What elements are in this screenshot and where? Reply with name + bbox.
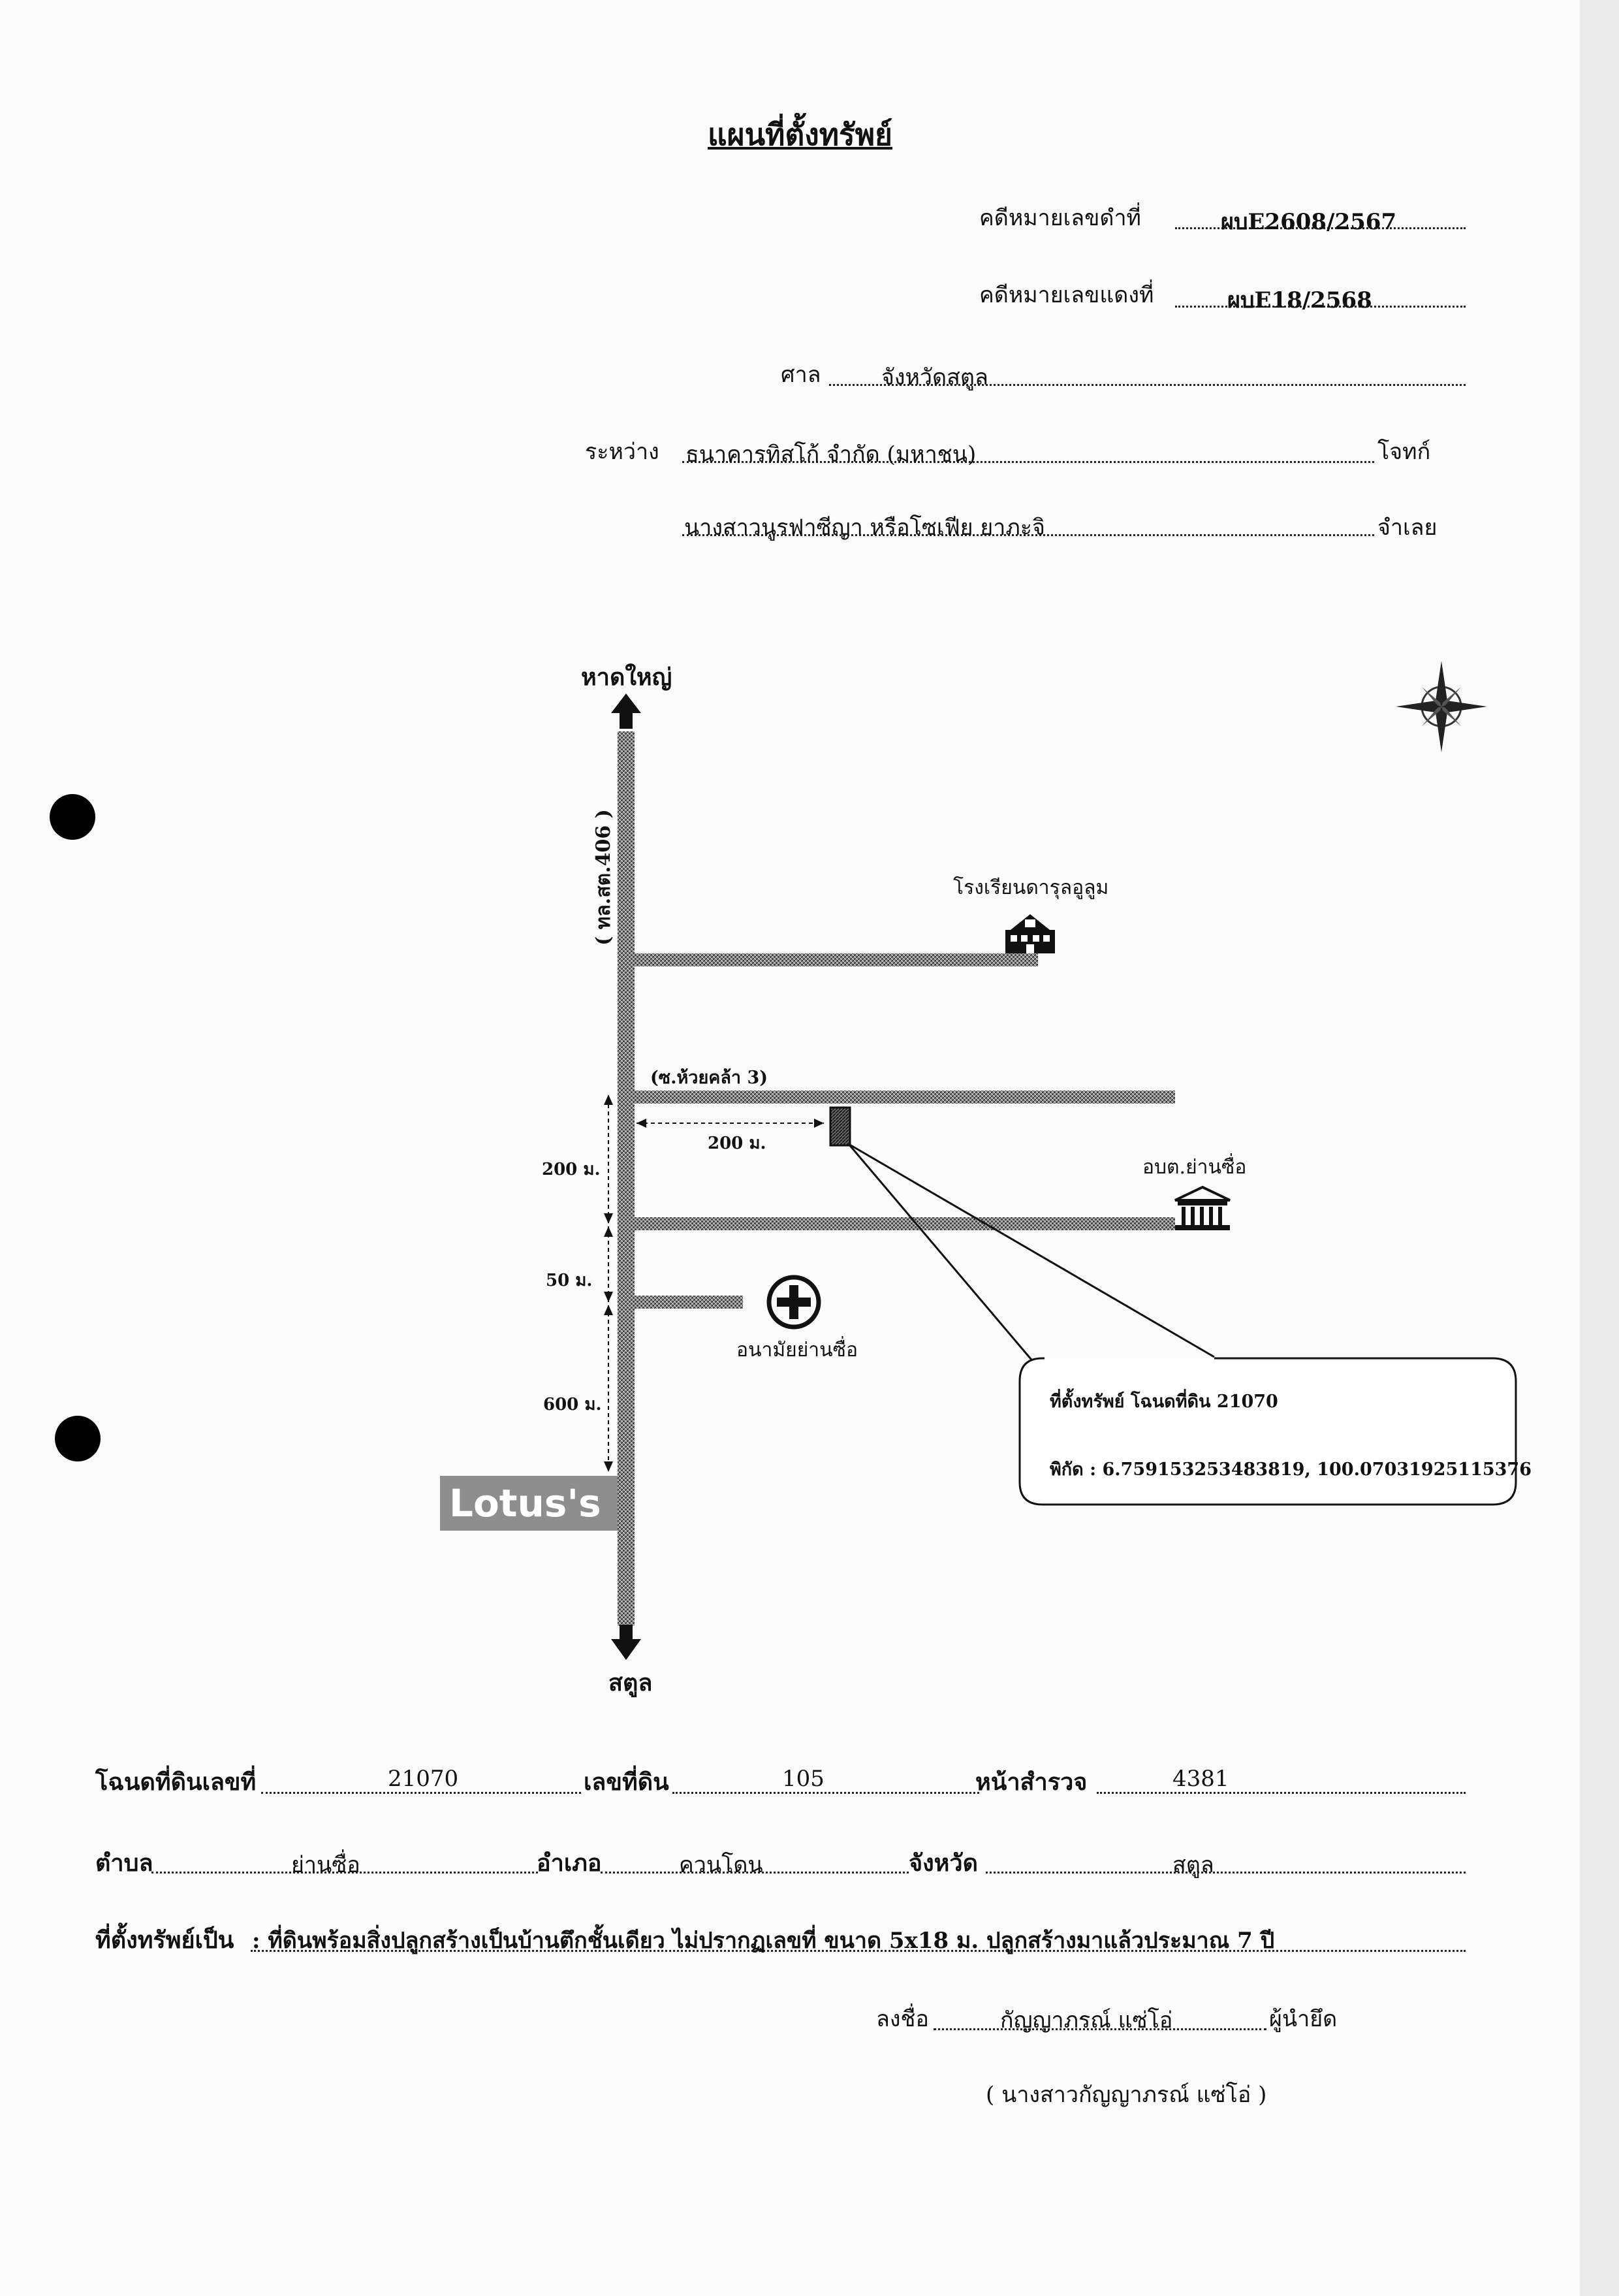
soi-label: (ซ.ห้วยคล้า 3) [650, 1068, 768, 1088]
tambon-value: ย่านซื่อ [291, 1852, 360, 1878]
compass-icon [1396, 661, 1487, 752]
court-line [829, 384, 1466, 386]
between-label: ระหว่าง [585, 439, 659, 465]
land-number-label: เลขที่ดิน [584, 1768, 669, 1796]
province-line [986, 1872, 1466, 1873]
obt-road [635, 1217, 1175, 1230]
location-map [604, 661, 1517, 1660]
court-label: ศาล [781, 362, 821, 388]
arrow-up-icon [611, 694, 641, 729]
government-building-icon [1174, 1185, 1231, 1230]
deed-number-label: โฉนดที่ดินเลขที่ [95, 1768, 257, 1796]
callout-pointer-a [847, 1143, 1039, 1368]
highway-road [618, 731, 635, 1626]
sign-label: ลงชื่อ [876, 2006, 929, 2032]
distance-200-horizontal: 200 ม. [708, 1134, 766, 1153]
property-type-value: : ที่ดินพร้อมสิ่งปลูกสร้างเป็นบ้านตึกชั้… [252, 1928, 1275, 1954]
amphoe-line [601, 1872, 909, 1873]
tambon-label: ตำบล [95, 1849, 153, 1877]
health-center-label: อนามัยย่านซื่อ [736, 1339, 858, 1362]
lotus-store-logo: Lotus's [440, 1476, 618, 1531]
black-case-value: ผบE2608/2567 [1221, 209, 1397, 235]
deed-number-line [261, 1792, 581, 1794]
scan-edge-shadow [1580, 0, 1619, 2296]
defendant-label: จำเลย [1377, 515, 1438, 541]
health-center-road [635, 1296, 743, 1309]
sign-line [934, 2028, 1266, 2030]
red-case-line [1175, 306, 1466, 308]
arrow-down-icon [611, 1625, 641, 1660]
defendant-line [682, 534, 1374, 536]
school-label: โรงเรียนดารุลอูลูม [953, 876, 1109, 899]
signer-name: กัญญาภรณ์ แซ่โอ่ [1000, 2007, 1173, 2033]
court-value: จังหวัดสตูล [881, 364, 988, 391]
tambon-line [151, 1872, 538, 1873]
punch-hole-bottom [55, 1416, 101, 1461]
plaintiff-label: โจทก์ [1377, 439, 1431, 465]
health-cross-icon [766, 1275, 821, 1330]
south-destination-label: สตูล [608, 1669, 653, 1697]
signer-role: ผู้นำยึด [1269, 2006, 1338, 2032]
property-marker [829, 1106, 851, 1147]
plaintiff-value: ธนาคารทิสโก้ จำกัด (มหาชน) [685, 441, 977, 468]
black-case-line [1175, 227, 1466, 229]
page-title: แผนที่ตั้งทรัพย์ [708, 117, 893, 152]
defendant-value: นางสาวนูรฟาซีญา หรือโซเฟีย ยาภะจิ [684, 515, 1045, 541]
punch-hole-top [50, 794, 95, 840]
amphoe-label: อำเภอ [537, 1849, 602, 1877]
distance-vertical-arrows [604, 1094, 613, 1472]
province-label: จังหวัด [909, 1849, 978, 1877]
callout-coordinates-text: พิกัด : 6.759153253483819, 100.070319251… [1050, 1459, 1532, 1480]
obt-label: อบต.ย่านซื่อ [1142, 1156, 1247, 1179]
north-destination-label: หาดใหญ่ [581, 663, 672, 691]
distance-600: 600 ม. [543, 1395, 602, 1414]
land-number-line [672, 1792, 979, 1794]
callout-pointer-b [848, 1143, 1215, 1358]
land-number-value: 105 [782, 1766, 825, 1792]
deed-number-value: 21070 [388, 1766, 459, 1792]
callout-box [1018, 1357, 1517, 1506]
property-type-label: ที่ตั้งทรัพย์เป็น [95, 1926, 234, 1954]
school-icon [1005, 914, 1055, 953]
survey-page-label: หน้าสำรวจ [975, 1768, 1088, 1796]
distance-200-vertical: 200 ม. [542, 1160, 601, 1179]
province-value: สตูล [1172, 1852, 1214, 1878]
distance-50: 50 ม. [546, 1271, 593, 1290]
soi-huai-khla-3-road [635, 1091, 1175, 1104]
school-road [635, 953, 1038, 966]
amphoe-value: ควนโดน [679, 1852, 763, 1878]
red-case-label: คดีหมายเลขแดงที่ [979, 282, 1154, 308]
survey-page-line [1097, 1792, 1466, 1794]
distance-200-horizontal-arrow [637, 1119, 824, 1128]
highway-label: ( ทล.สต.406 ) [591, 809, 615, 946]
callout-location-text: ที่ตั้งทรัพย์ โฉนดที่ดิน 21070 [1050, 1392, 1278, 1412]
survey-page-value: 4381 [1172, 1766, 1229, 1792]
red-case-value: ผบE18/2568 [1227, 287, 1372, 313]
plaintiff-line [682, 461, 1374, 463]
signer-printed-name: ( นางสาวกัญญาภรณ์ แซ่โอ่ ) [986, 2082, 1267, 2108]
property-type-line [251, 1950, 1466, 1952]
black-case-label: คดีหมายเลขดำที่ [979, 205, 1141, 231]
